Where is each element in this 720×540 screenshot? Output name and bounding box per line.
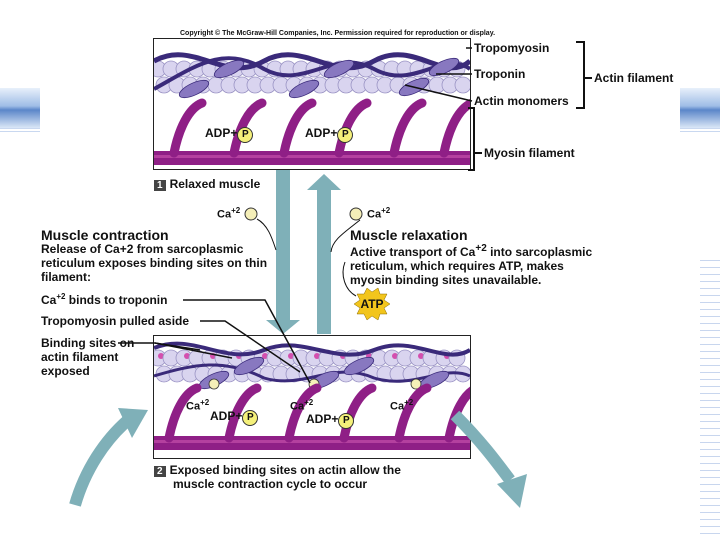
tropomyosin-strand-2 — [154, 56, 470, 91]
troponin-complex — [213, 59, 245, 79]
adp-label: ADP+ — [305, 126, 338, 140]
myosin-bar-stripe — [154, 440, 470, 443]
ca-text: Ca — [186, 400, 201, 413]
binding-sites-exposed: Binding sites on actin filament exposed — [41, 336, 135, 378]
myosin-heads-group — [164, 383, 470, 443]
ca-binds-troponin: Ca+2 binds to troponin — [41, 292, 167, 307]
relaxed-svg — [154, 52, 470, 165]
ca-label-left: Ca+2 — [217, 206, 240, 221]
step1-text: Relaxed muscle — [169, 177, 261, 191]
ca-sup: +2 — [304, 398, 314, 407]
tropomyosin-pulled: Tropomyosin pulled aside — [41, 314, 190, 328]
myosin-head — [229, 98, 267, 158]
troponin-complex — [343, 356, 375, 376]
myosin-head — [164, 383, 202, 443]
myosin-bar-stripe — [154, 155, 470, 158]
contraction-title: Muscle contraction — [41, 227, 169, 243]
troponin-complex — [323, 59, 355, 79]
adp-label: ADP+ — [306, 412, 339, 426]
myosin-head — [444, 387, 470, 443]
ca-text: Ca — [290, 400, 305, 413]
binding-site — [314, 353, 320, 359]
adp-p-top-1: ADP+P — [205, 124, 254, 143]
myosin-head — [389, 98, 427, 158]
ca-sup: +2 — [56, 292, 66, 301]
ca-text: Ca — [367, 208, 382, 221]
myosin-head — [394, 383, 432, 443]
ca-sup: +2 — [381, 206, 391, 215]
ca-label-bottom-1: Ca+2 — [186, 398, 209, 413]
side-decoration — [700, 260, 720, 540]
phosphate-icon: P — [242, 410, 259, 426]
myosin-head — [224, 383, 262, 443]
ca-label-bottom-3: Ca+2 — [390, 398, 413, 413]
step1-number: 1 — [154, 180, 166, 191]
phosphate-icon: P — [338, 413, 355, 429]
ca-ion-icon — [208, 378, 220, 390]
relaxation-title: Muscle relaxation — [350, 227, 468, 243]
adp-p-top-2: ADP+P — [305, 124, 354, 143]
ca-sup: +2 — [200, 398, 210, 407]
label-actin-monomers: Actin monomers — [474, 94, 569, 108]
copyright-notice: Copyright © The McGraw-Hill Companies, I… — [180, 30, 496, 37]
label-tropomyosin: Tropomyosin — [474, 41, 550, 55]
ca-ion-icon — [410, 378, 422, 390]
actin-monomer — [454, 76, 470, 94]
ca-sup: +2 — [475, 243, 487, 254]
relax-desc-pre: Active transport of — [350, 245, 461, 259]
myosin-head — [339, 383, 377, 443]
binding-site — [418, 353, 424, 359]
troponin-complex — [178, 79, 210, 99]
label-myosin-filament: Myosin filament — [484, 146, 575, 160]
label-troponin: Troponin — [474, 67, 526, 81]
ca-sup: +2 — [404, 398, 414, 407]
step2-text-2: muscle contraction cycle to occur — [173, 477, 368, 491]
step2-text-1: Exposed binding sites on actin allow the — [169, 463, 401, 477]
contraction-svg — [154, 341, 470, 450]
phosphate-icon: P — [237, 127, 254, 143]
myosin-heads-group — [169, 98, 470, 158]
ca-text: Ca — [217, 208, 232, 221]
ca-sup: +2 — [231, 206, 241, 215]
adp-p-bottom-1: ADP+P — [210, 407, 259, 426]
relax-desc-post: into sarcoplasmic reticulum, which requi… — [350, 245, 593, 287]
binds-text: binds to troponin — [65, 293, 168, 307]
contraction-description: Release of Ca+2 from sarcoplasmic reticu… — [41, 242, 268, 284]
myosin-head — [284, 383, 322, 443]
adp-p-bottom-2: ADP+P — [306, 410, 355, 429]
ca-text: Ca — [460, 245, 476, 259]
ca-label-bottom-2: Ca+2 — [290, 398, 313, 413]
myosin-head — [334, 98, 372, 158]
ca-text: Ca — [390, 400, 405, 413]
step2-number: 2 — [154, 466, 166, 477]
adp-label: ADP+ — [205, 126, 238, 140]
myosin-head — [169, 98, 207, 158]
contraction-illustration — [153, 335, 471, 459]
myosin-head — [279, 98, 317, 158]
relaxed-muscle-illustration — [153, 38, 471, 170]
ca-label-right: Ca+2 — [367, 206, 390, 221]
troponin-complex — [288, 79, 320, 99]
phosphate-icon: P — [337, 127, 354, 143]
ca-text: Ca — [41, 293, 57, 307]
troponin-complex — [428, 57, 460, 77]
binding-site — [392, 353, 398, 359]
relaxation-description: Active transport of Ca+2 into sarcoplasm… — [350, 242, 595, 287]
label-actin-filament: Actin filament — [594, 71, 674, 85]
adp-label: ADP+ — [210, 409, 243, 423]
myosin-head — [439, 98, 470, 158]
